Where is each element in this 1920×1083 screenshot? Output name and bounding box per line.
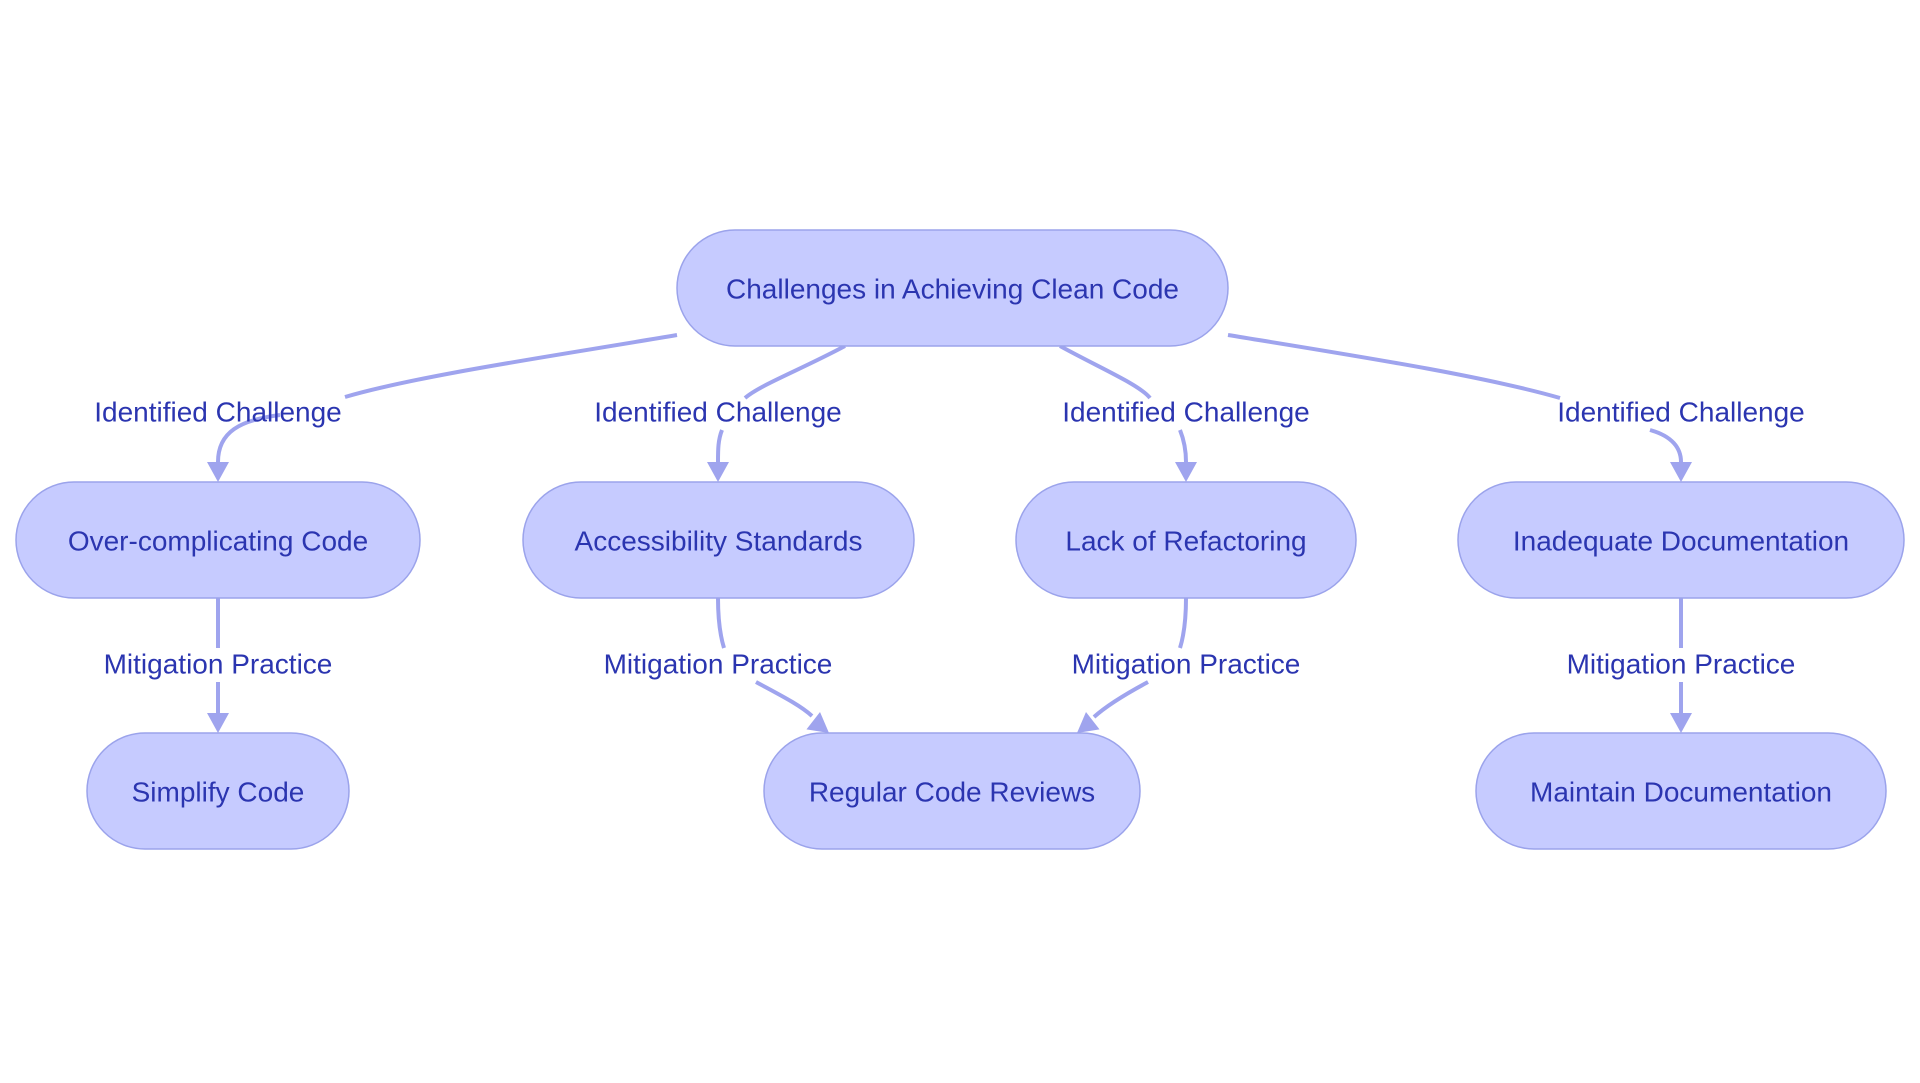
node-shape — [522, 481, 915, 599]
arrowhead-icon — [707, 462, 729, 482]
arrowhead-icon — [207, 462, 229, 482]
edge-label-text: Identified Challenge — [1062, 397, 1310, 428]
edge-label-text: Identified Challenge — [594, 397, 842, 428]
node-simplify-code[interactable]: Simplify Code — [86, 732, 350, 850]
edge-root-to-c2 — [707, 344, 846, 482]
edge-line — [1092, 597, 1188, 719]
edge-label-text: Mitigation Practice — [1567, 649, 1796, 680]
node-shape — [676, 229, 1229, 347]
edge-c4-to-m3 — [1670, 598, 1692, 733]
edge-line — [716, 597, 814, 718]
node-inadequate-documentation[interactable]: Inadequate Documentation — [1457, 481, 1905, 599]
node-shape — [15, 481, 421, 599]
node-label: Lack of Refactoring — [1065, 526, 1306, 557]
edges-layer — [207, 333, 1692, 733]
edge-label: Mitigation Practice — [604, 649, 833, 680]
node-shape — [1015, 481, 1357, 599]
node-accessibility-standards[interactable]: Accessibility Standards — [522, 481, 915, 599]
edge-line — [1059, 344, 1188, 463]
node-shape — [1475, 732, 1887, 850]
edge-root-to-c1 — [207, 333, 678, 482]
edge-label: Identified Challenge — [1062, 397, 1310, 428]
arrowhead-icon — [1175, 462, 1197, 482]
edge-label-text: Mitigation Practice — [104, 649, 333, 680]
edge-c3-to-m2 — [1077, 597, 1188, 733]
node-shape — [763, 732, 1141, 850]
edge-c2-to-m2 — [716, 597, 829, 733]
edge-label: Identified Challenge — [594, 397, 842, 428]
node-label: Challenges in Achieving Clean Code — [726, 274, 1179, 305]
edge-label-text: Mitigation Practice — [1072, 649, 1301, 680]
arrowhead-icon — [1670, 462, 1692, 482]
node-label: Accessibility Standards — [575, 526, 863, 557]
node-maintain-documentation[interactable]: Maintain Documentation — [1475, 732, 1887, 850]
edge-root-to-c3 — [1059, 344, 1197, 482]
node-over-complicating-code[interactable]: Over-complicating Code — [15, 481, 421, 599]
edge-label: Mitigation Practice — [1072, 649, 1301, 680]
edge-label: Identified Challenge — [1557, 397, 1805, 428]
arrowhead-icon — [207, 713, 229, 733]
node-regular-code-reviews[interactable]: Regular Code Reviews — [763, 732, 1141, 850]
node-label: Maintain Documentation — [1530, 777, 1832, 808]
arrowhead-icon — [1670, 713, 1692, 733]
edge-label: Mitigation Practice — [104, 649, 333, 680]
node-shape — [1457, 481, 1905, 599]
node-challenges-in-achieving-clean-code[interactable]: Challenges in Achieving Clean Code — [676, 229, 1229, 347]
node-lack-of-refactoring[interactable]: Lack of Refactoring — [1015, 481, 1357, 599]
node-label: Regular Code Reviews — [809, 777, 1095, 808]
arrowhead-icon — [806, 712, 829, 733]
edge-line — [216, 333, 678, 463]
edge-root-to-c4 — [1227, 333, 1692, 482]
edge-line — [716, 344, 846, 463]
arrowhead-icon — [1077, 712, 1100, 733]
edge-c1-to-m1 — [207, 598, 229, 733]
node-label: Simplify Code — [132, 777, 305, 808]
nodes-layer: Challenges in Achieving Clean CodeOver-c… — [15, 229, 1905, 850]
edge-label-text: Identified Challenge — [94, 397, 342, 428]
edge-label-text: Mitigation Practice — [604, 649, 833, 680]
edge-labels-layer: Identified Challenge Identified Challenge… — [94, 397, 1805, 680]
edge-line — [1227, 333, 1683, 463]
edge-label-text: Identified Challenge — [1557, 397, 1805, 428]
node-label: Over-complicating Code — [68, 526, 368, 557]
node-shape — [86, 732, 350, 850]
edge-label: Mitigation Practice — [1567, 649, 1796, 680]
edge-label: Identified Challenge — [94, 397, 342, 428]
node-label: Inadequate Documentation — [1513, 526, 1849, 557]
